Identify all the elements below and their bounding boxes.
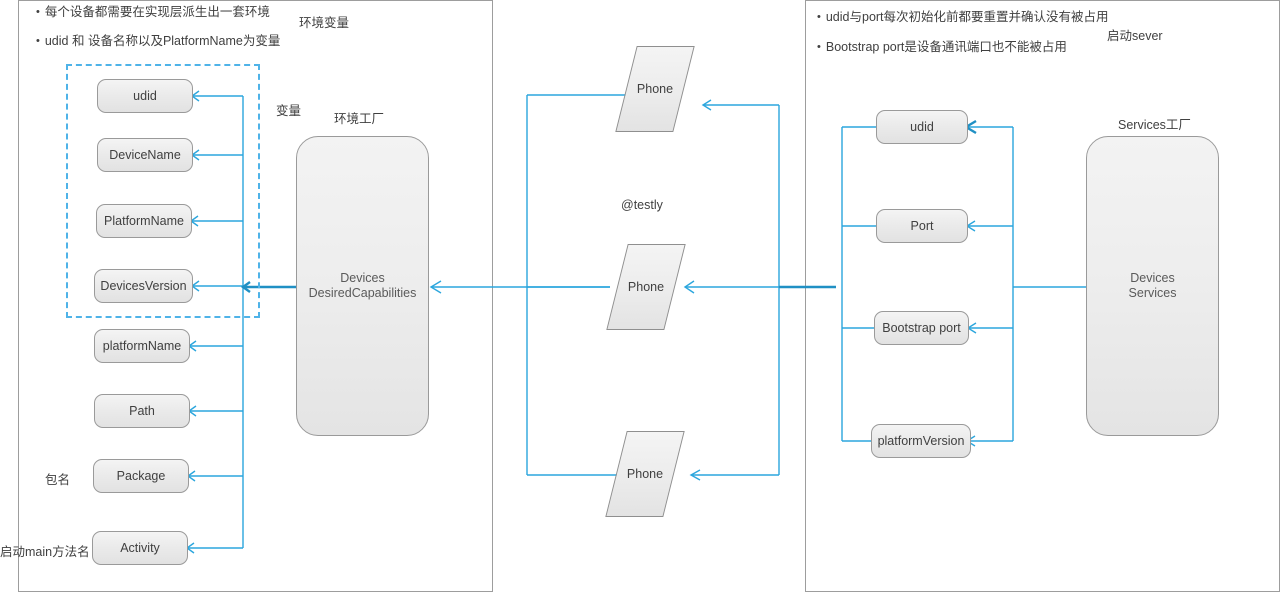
label-activity-cn: 启动main方法名 — [0, 545, 90, 559]
node-right-port[interactable]: Port — [876, 209, 968, 243]
right-note-2: Bootstrap port是设备通讯端口也不能被占用 — [817, 39, 1067, 56]
right-note-1: udid与port每次初始化前都要重置并确认没有被占用 — [817, 9, 1109, 26]
node-devicesversion[interactable]: DevicesVersion — [94, 269, 193, 303]
label-package-cn: 包名 — [45, 473, 71, 487]
caption-services-factory: Services工厂 — [1118, 118, 1191, 132]
testly-label: @testly — [621, 198, 663, 212]
node-udid[interactable]: udid — [97, 79, 193, 113]
node-devicename[interactable]: DeviceName — [97, 138, 193, 172]
phone-label-1: Phone — [636, 82, 674, 96]
variable-group-dashed-box — [66, 64, 260, 318]
caption-env-variable: 环境变量 — [299, 16, 350, 30]
node-activity[interactable]: Activity — [92, 531, 188, 565]
phone-label-3: Phone — [626, 467, 664, 481]
node-platformname-lower[interactable]: platformName — [94, 329, 190, 363]
node-platformname-upper[interactable]: PlatformName — [96, 204, 192, 238]
caption-env-factory: 环境工厂 — [334, 112, 385, 126]
node-path[interactable]: Path — [94, 394, 190, 428]
caption-start-server: 启动sever — [1107, 29, 1163, 43]
node-right-udid[interactable]: udid — [876, 110, 968, 144]
services-factory-box[interactable]: Devices Services — [1086, 136, 1219, 436]
left-note-1: 每个设备都需要在实现层派生出一套环境 — [36, 4, 270, 21]
left-note-2: udid 和 设备名称以及PlatformName为变量 — [36, 33, 280, 50]
node-right-bootstrap-port[interactable]: Bootstrap port — [874, 311, 969, 345]
phone-label-2: Phone — [627, 280, 665, 294]
node-package[interactable]: Package — [93, 459, 189, 493]
node-right-platformversion[interactable]: platformVersion — [871, 424, 971, 458]
env-factory-box[interactable]: Devices DesiredCapabilities — [296, 136, 429, 436]
caption-variable: 变量 — [276, 104, 302, 118]
